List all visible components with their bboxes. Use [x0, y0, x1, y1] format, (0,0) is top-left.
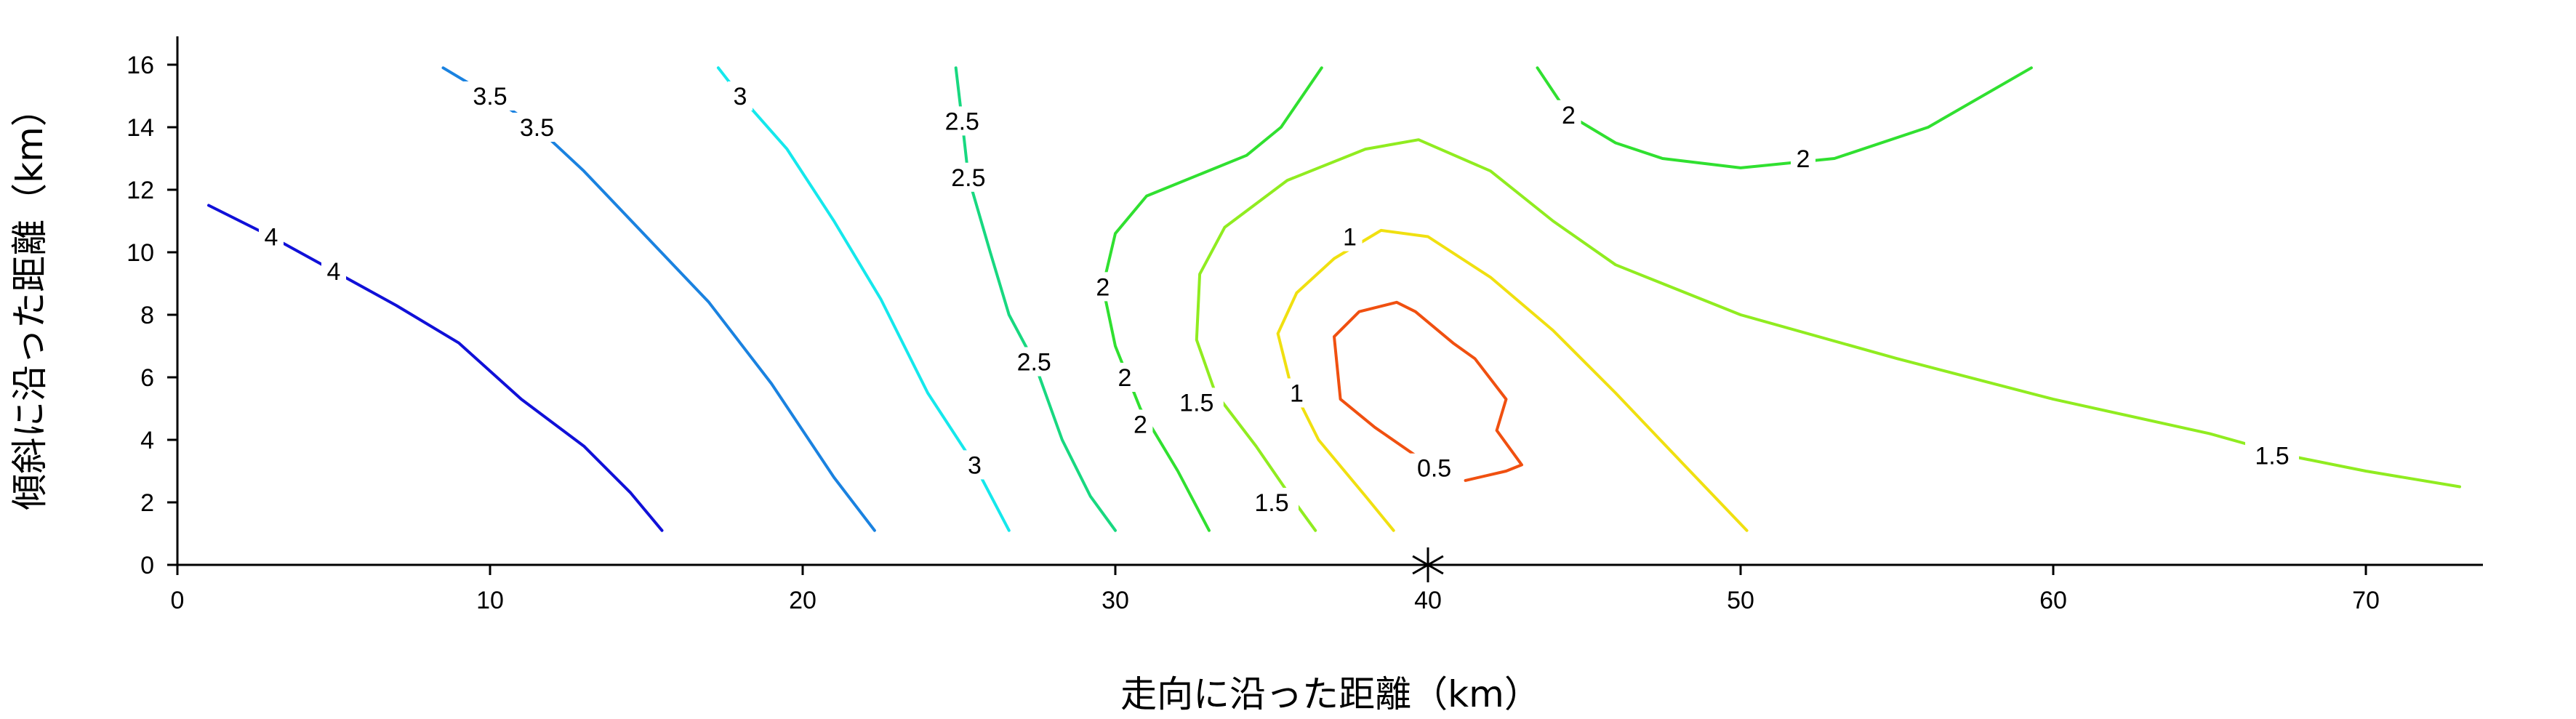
y-tick-label-8: 8 — [140, 302, 154, 329]
contour-line-2-5-3 — [954, 66, 1117, 532]
contour-label-gap — [1007, 347, 1062, 377]
y-tick-label-4: 4 — [140, 427, 154, 454]
y-tick-label-14: 14 — [127, 114, 154, 142]
contour-label-gap — [1791, 144, 1815, 173]
asterisk-stroke — [1412, 555, 1444, 575]
y-tick-label-0: 0 — [140, 552, 154, 579]
contour-label-3-2-0: 3 — [734, 83, 747, 111]
contour-label-gap — [1128, 409, 1153, 439]
contour-line-4-0 — [207, 204, 664, 532]
contour-label-3-5-1-0: 3.5 — [473, 83, 507, 111]
contour-label-1-7-0: 1 — [1343, 224, 1357, 252]
y-tick-label-16: 16 — [127, 52, 154, 79]
epicenter-marker — [1412, 547, 1444, 582]
contour-label-1-5-6-2: 1.5 — [2255, 443, 2289, 470]
contour-line-1-5-6 — [1195, 138, 2461, 532]
x-axis-title: 走向に沿った距離（km） — [1120, 673, 1541, 715]
contour-label-2-5-3-1: 2.5 — [951, 164, 985, 192]
contour-label-gap — [962, 450, 987, 480]
asterisk-marker-icon — [1412, 547, 1444, 582]
x-tick-label-40: 40 — [1414, 587, 1442, 614]
contour-line-3-5-1 — [441, 66, 876, 532]
contour-line-1-7 — [1276, 228, 1749, 532]
contour-label-2-5-0: 2 — [1562, 102, 1576, 129]
contour-label-2-5-3-0: 2.5 — [945, 108, 979, 135]
contour-line-0-5-8 — [1333, 300, 1523, 482]
contour-label-gap — [1407, 453, 1461, 483]
contour-label-gap — [259, 222, 284, 252]
contour-label-gap — [1556, 100, 1581, 129]
contour-label-gap — [935, 106, 990, 136]
x-tick-label-70: 70 — [2352, 587, 2380, 614]
contour-label-3-5-1-1: 3.5 — [520, 114, 554, 142]
contour-label-gap — [1169, 387, 1224, 417]
contour-label-2-5-3-2: 2.5 — [1017, 349, 1051, 377]
contour-label-gap — [728, 81, 753, 111]
contour-label-gap — [941, 162, 995, 192]
y-tick-label-10: 10 — [127, 239, 154, 267]
contour-label-gap — [510, 113, 564, 142]
contour-label-4-0-0: 4 — [265, 224, 278, 252]
contour-label-gap — [321, 256, 346, 286]
x-ticks: 0 10 20 30 40 50 60 70 — [171, 565, 2380, 614]
contour-label-gap — [2245, 441, 2299, 470]
contour-label-2-5-1: 2 — [1797, 145, 1810, 173]
contour-label-gap — [1090, 272, 1115, 302]
contour-label-1-7-1: 1 — [1290, 380, 1304, 408]
x-tick-label-30: 30 — [1102, 587, 1129, 614]
contour-label-gap — [463, 81, 517, 111]
contour-label-gap — [1245, 488, 1299, 517]
contour-label-1-5-6-0: 1.5 — [1179, 389, 1213, 417]
contour-label-3-2-1: 3 — [968, 451, 982, 479]
x-tick-label-20: 20 — [789, 587, 816, 614]
x-tick-label-60: 60 — [2039, 587, 2067, 614]
y-tick-label-12: 12 — [127, 177, 154, 204]
x-tick-label-50: 50 — [1727, 587, 1754, 614]
contour-label-gap — [1112, 363, 1137, 392]
contour-label-2-4-0: 2 — [1096, 273, 1110, 301]
contour-label-gap — [1337, 222, 1363, 252]
contour-label-2-4-2: 2 — [1133, 411, 1147, 439]
contour-line-2-4 — [1101, 66, 1323, 532]
x-tick-label-0: 0 — [171, 587, 185, 614]
contour-label-gap — [1284, 378, 1309, 408]
contour-line-2-5 — [1536, 66, 2033, 169]
y-ticks: 0 2 4 6 8 10 12 14 16 — [127, 52, 177, 579]
y-tick-label-2: 2 — [140, 489, 154, 517]
contour-label-4-0-1: 4 — [327, 258, 341, 286]
x-tick-label-10: 10 — [476, 587, 504, 614]
contour-label-0-5-8-0: 0.5 — [1417, 455, 1451, 483]
y-axis-title: 傾斜に沿った距離（km） — [9, 90, 51, 510]
contour-label-1-5-6-1: 1.5 — [1254, 489, 1288, 517]
y-tick-label-6: 6 — [140, 364, 154, 392]
contour-label-2-4-1: 2 — [1118, 364, 1131, 392]
